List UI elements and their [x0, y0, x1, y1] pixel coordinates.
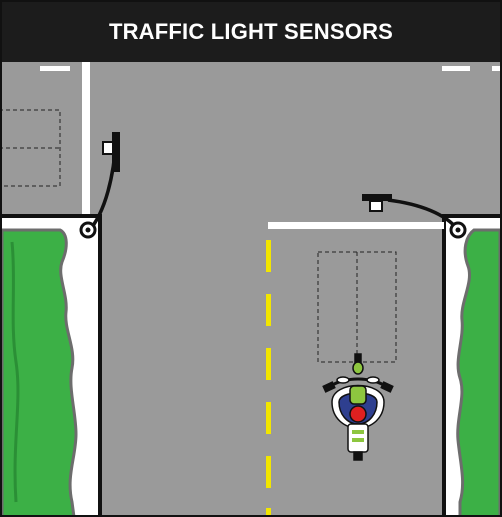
road-marking [442, 66, 470, 71]
center-lane-line [266, 240, 271, 515]
left-sidewalk [2, 214, 102, 515]
stop-line [268, 222, 444, 229]
road-marking [492, 66, 500, 71]
intersection-illustration [2, 62, 500, 515]
diagram-title: TRAFFIC LIGHT SENSORS [2, 2, 500, 62]
dashed-sensor-loop [2, 109, 61, 187]
traffic-light-icon [362, 194, 467, 239]
traffic-light-icon [79, 132, 120, 239]
motorcycle-icon [322, 353, 394, 461]
right-sidewalk [442, 214, 500, 515]
road-marking [40, 66, 70, 71]
curb-line [82, 62, 90, 214]
